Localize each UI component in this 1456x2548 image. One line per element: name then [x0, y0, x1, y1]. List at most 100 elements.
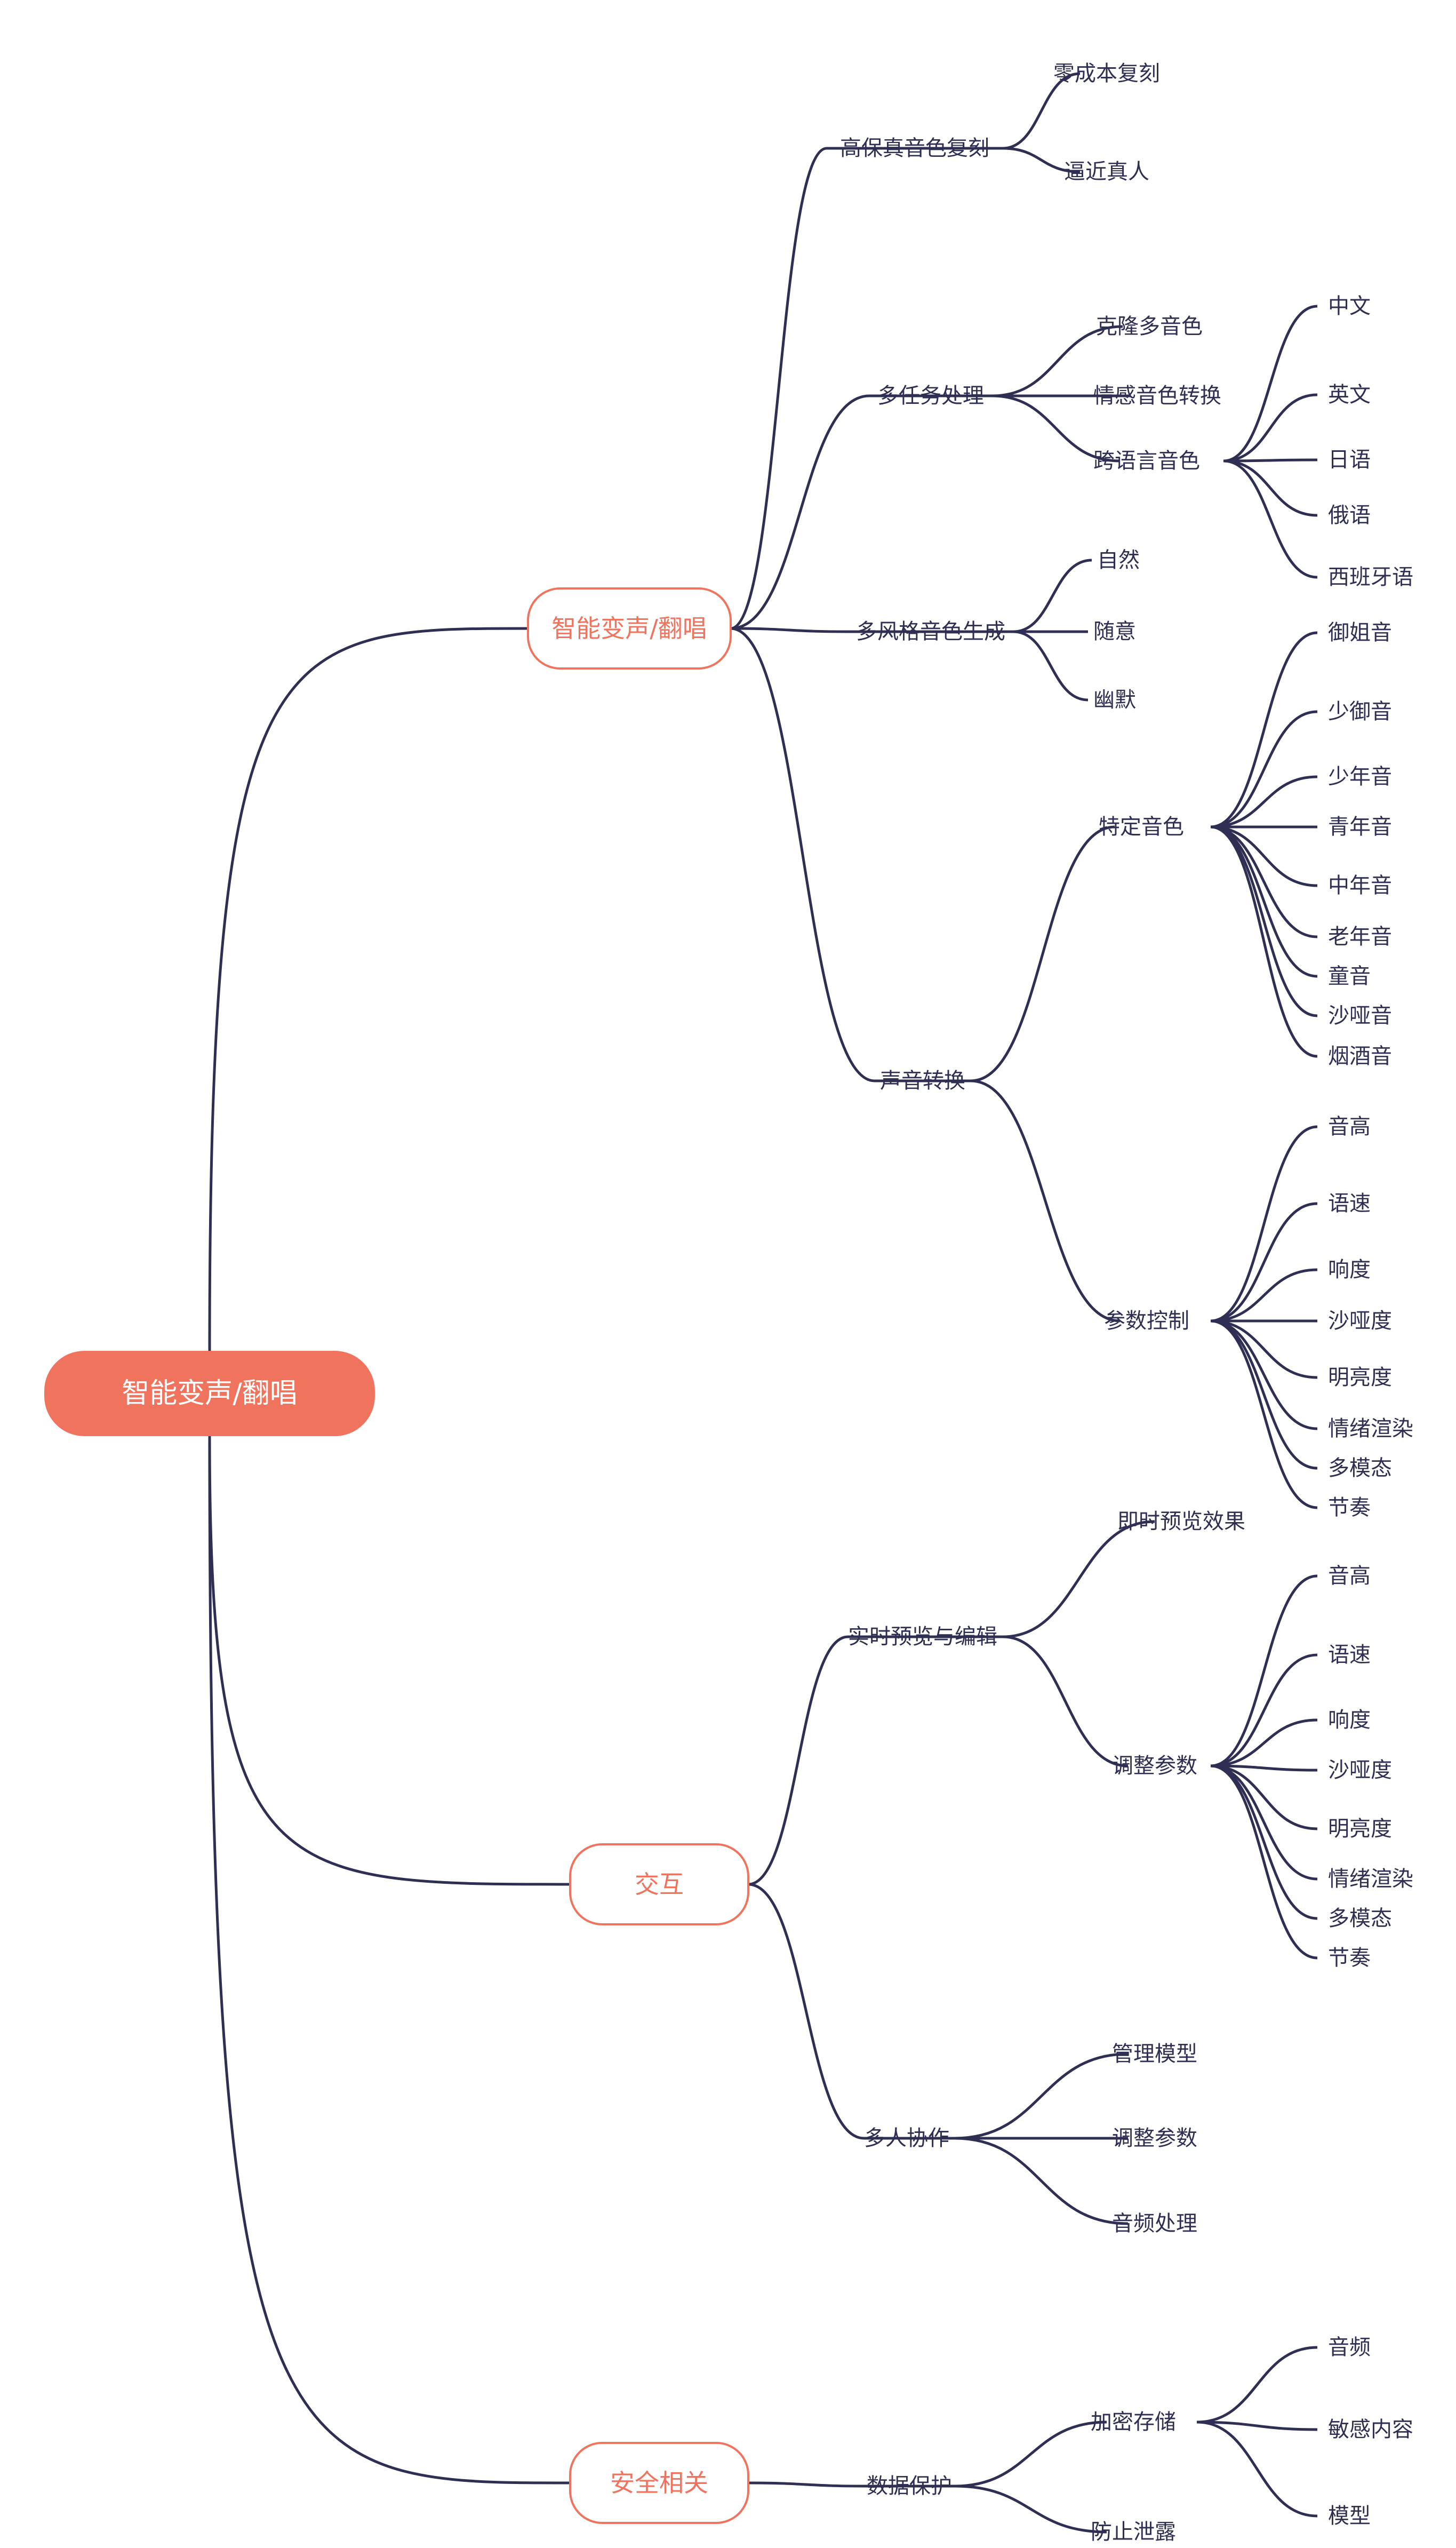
leaf-label: 童音	[1328, 964, 1371, 989]
leaf-connector	[1210, 1574, 1318, 1767]
leaf-connector	[1210, 825, 1318, 938]
leaf-label: 音频	[1328, 2335, 1371, 2360]
leaf-label: 中年音	[1328, 873, 1392, 898]
leaf-label: 多模态	[1328, 1906, 1392, 1931]
subtopic-connector	[954, 2420, 1107, 2488]
branch-node-label: 智能变声/翻唱	[551, 614, 707, 643]
subtopic-label: 音频处理	[1112, 2211, 1197, 2236]
leaf-label: 明亮度	[1328, 1817, 1392, 1841]
leaf-connector	[1210, 1319, 1318, 1430]
leaf-label: 沙哑度	[1328, 1758, 1392, 1782]
leaf-label: 响度	[1328, 1257, 1371, 1282]
leaf-connector	[1210, 710, 1318, 829]
branch-connector	[730, 627, 849, 633]
topic-label: 实时预览与编辑	[848, 1625, 997, 1649]
subtopic-connector	[954, 2137, 1129, 2225]
leaf-connector	[1210, 775, 1318, 829]
subtopic-connector	[1002, 147, 1081, 173]
subtopic-label: 幽默	[1093, 688, 1136, 712]
branch-connector	[748, 1883, 865, 2140]
leaf-label: 西班牙语	[1328, 565, 1413, 590]
leaf-label: 御姐音	[1328, 620, 1392, 645]
subtopic-connector	[1002, 72, 1081, 150]
leaf-connector	[1210, 1718, 1318, 1767]
leaf-connector	[1223, 458, 1318, 463]
topic-label: 多任务处理	[877, 384, 984, 408]
leaf-connector	[1210, 825, 1318, 1058]
leaf-label: 明亮度	[1328, 1365, 1392, 1390]
mind-map-connectors	[208, 72, 1318, 2534]
subtopic-label: 特定音色	[1099, 815, 1184, 839]
subtopic-label: 克隆多音色	[1096, 314, 1203, 339]
subtopic-connector	[991, 394, 1121, 463]
branch-node-label: 安全相关	[610, 2469, 708, 2497]
topic-label: 声音转换	[880, 1069, 965, 1093]
root-to-branch-connector	[208, 1436, 571, 1886]
topic-label: 多风格音色生成	[856, 619, 1005, 644]
leaf-connector	[1223, 459, 1318, 517]
leaf-connector	[1210, 1764, 1318, 1920]
leaf-connector	[1196, 2420, 1318, 2518]
leaf-label: 音高	[1328, 1114, 1371, 1139]
leaf-connector	[1210, 1319, 1318, 1509]
leaf-label: 响度	[1328, 1708, 1371, 1732]
leaf-label: 敏感内容	[1328, 2417, 1413, 2442]
leaf-label: 日语	[1328, 448, 1371, 472]
leaf-label: 少年音	[1328, 765, 1392, 789]
subtopic-label: 管理模型	[1112, 2042, 1197, 2066]
root-to-branch-connector	[208, 627, 529, 1351]
leaf-label: 青年音	[1328, 815, 1392, 839]
subtopic-label: 防止泄露	[1091, 2520, 1176, 2544]
branch-connector	[730, 147, 827, 630]
leaf-connector	[1210, 1764, 1318, 1960]
leaf-label: 语速	[1328, 1643, 1371, 1667]
topic-label: 高保真音色复刻	[840, 136, 989, 161]
subtopic-connector	[954, 2052, 1129, 2140]
subtopic-label: 加密存储	[1091, 2410, 1176, 2434]
leaf-connector	[1210, 1319, 1318, 1379]
branch-connector	[730, 394, 870, 630]
leaf-connector	[1223, 459, 1318, 579]
leaf-connector	[1210, 631, 1318, 829]
leaf-connector	[1210, 1764, 1318, 1830]
subtopic-connector	[1013, 559, 1092, 633]
leaf-label: 沙哑度	[1328, 1309, 1392, 1333]
leaf-label: 多模态	[1328, 1456, 1392, 1480]
leaf-connector	[1210, 1268, 1318, 1323]
subtopic-label: 零成本复刻	[1053, 61, 1160, 86]
leaf-label: 节奏	[1328, 1495, 1371, 1520]
branch-node	[569, 1843, 749, 1925]
leaf-label: 中文	[1328, 294, 1371, 318]
leaf-label: 老年音	[1328, 925, 1392, 949]
subtopic-connector	[991, 325, 1123, 397]
leaf-label: 少御音	[1328, 699, 1392, 724]
mind-map-nodes: 智能变声/翻唱智能变声/翻唱高保真音色复刻零成本复刻逼近真人多任务处理克隆多音色…	[44, 61, 1413, 2544]
branch-connector	[748, 1635, 849, 1886]
leaf-label: 模型	[1328, 2504, 1371, 2528]
subtopic-connector	[970, 825, 1115, 1082]
leaf-label: 音高	[1328, 1564, 1371, 1588]
leaf-connector	[1210, 1653, 1318, 1767]
topic-label: 数据保护	[867, 2474, 952, 2498]
topic-label: 多人协作	[864, 2126, 949, 2151]
subtopic-label: 调整参数	[1112, 2126, 1197, 2151]
leaf-label: 俄语	[1328, 503, 1371, 528]
branch-connector	[748, 2481, 865, 2488]
leaf-connector	[1210, 1764, 1318, 1772]
subtopic-label: 跨语言音色	[1093, 449, 1200, 473]
branch-node-label: 交互	[635, 1870, 684, 1899]
subtopic-label: 逼近真人	[1064, 160, 1149, 184]
subtopic-label: 调整参数	[1112, 1754, 1197, 1778]
leaf-connector	[1223, 305, 1318, 463]
leaf-label: 语速	[1328, 1191, 1371, 1216]
root-node-label: 智能变声/翻唱	[122, 1377, 298, 1410]
leaf-connector	[1210, 1125, 1318, 1323]
leaf-connector	[1210, 1319, 1318, 1470]
root-node	[44, 1351, 375, 1436]
branch-node	[527, 587, 732, 670]
leaf-connector	[1223, 393, 1318, 463]
branch-node	[569, 2442, 749, 2524]
subtopic-connector	[970, 1079, 1121, 1323]
subtopic-label: 随意	[1093, 619, 1136, 644]
